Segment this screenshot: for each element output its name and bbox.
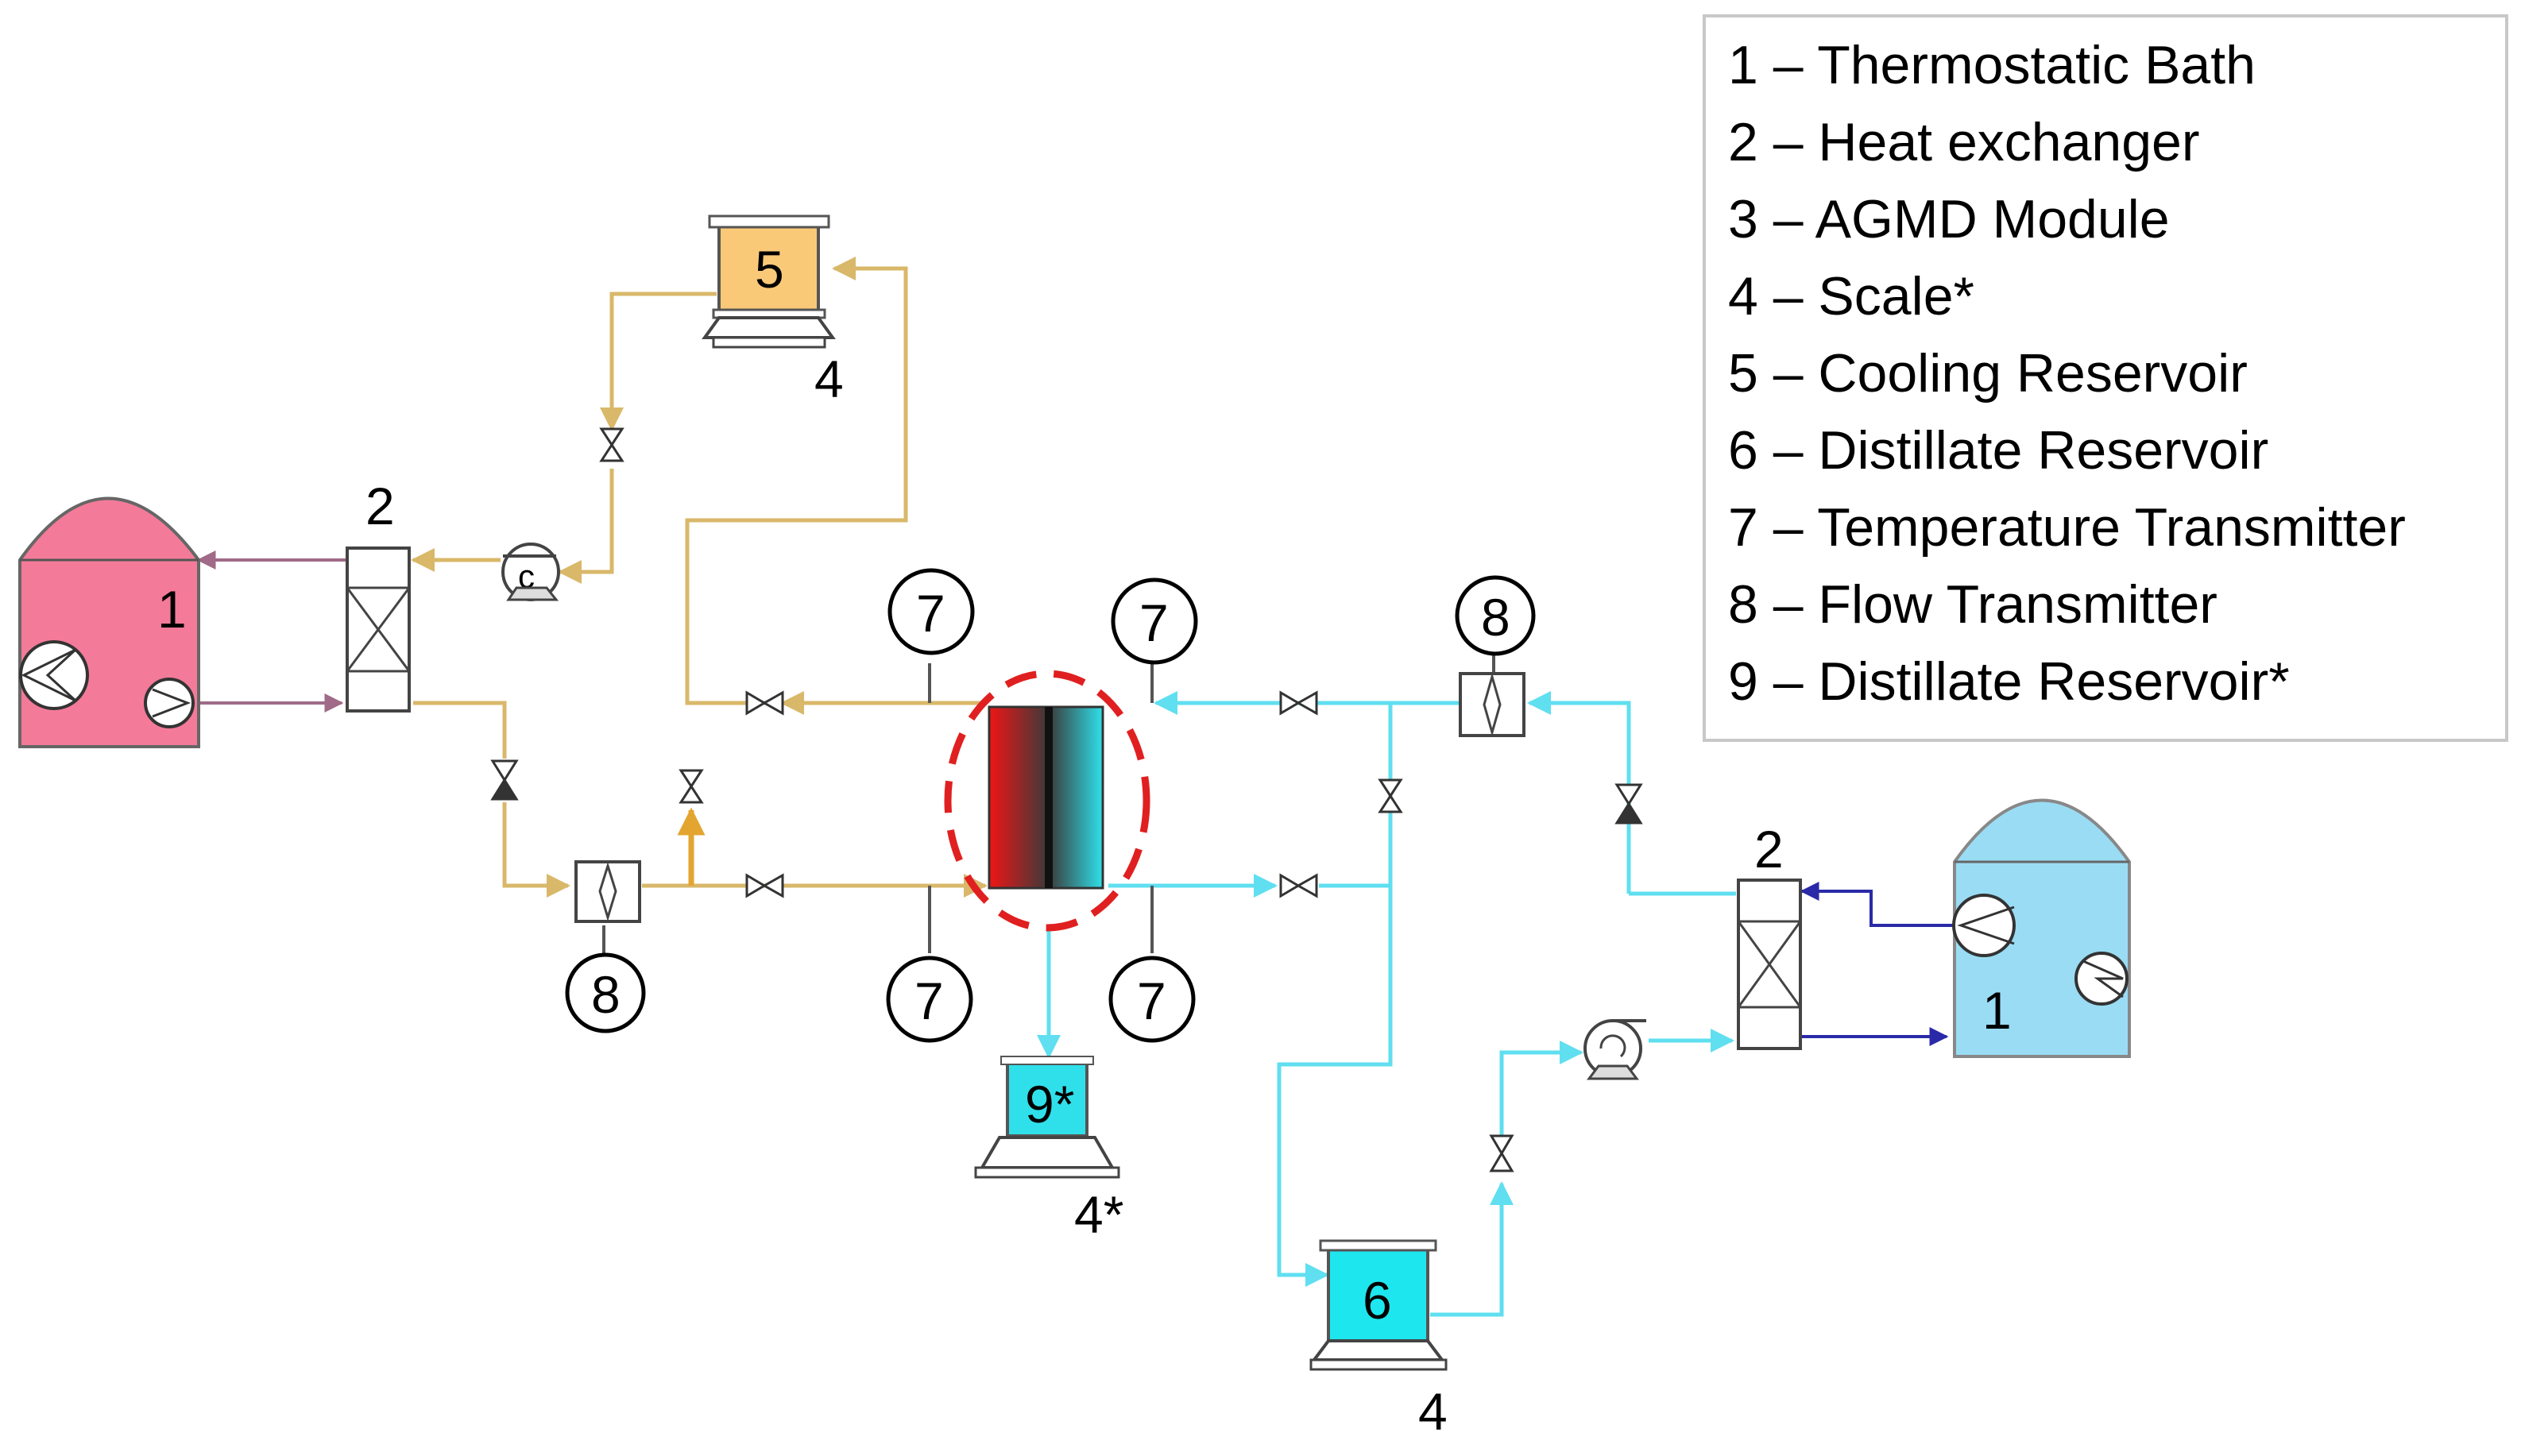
legend-item: 7 – Temperature Transmitter (1728, 497, 2406, 558)
temp-transmitter-bottom-right (1108, 956, 1196, 1043)
valve-hot-vertical-bottom (490, 759, 519, 801)
valve-hot-vertical-top (599, 427, 624, 462)
legend-item: 9 – Distillate Reservoir* (1728, 651, 2290, 712)
valve-hot-out (745, 690, 784, 716)
scale-cooling-label: 4 (814, 350, 844, 408)
temp-transmitter-bottom-left (886, 956, 973, 1043)
legend-item: 2 – Heat exchanger (1728, 112, 2200, 172)
flow-cold-label: 8 (1481, 588, 1510, 647)
hx-hot-label: 2 (365, 477, 395, 535)
legend-item: 5 – Cooling Reservoir (1728, 343, 2248, 404)
legend-item: 3 – AGMD Module (1728, 189, 2170, 249)
scale-distillate (1309, 1339, 1448, 1371)
valve-cold-hx (1614, 783, 1643, 825)
temp-bottom-right-label: 7 (1137, 971, 1166, 1030)
flow-transmitter-hot (565, 860, 646, 1033)
pump-icon (144, 678, 195, 728)
distillate-reservoir (1319, 1239, 1437, 1342)
legend-item: 8 – Flow Transmitter (1728, 574, 2217, 635)
bath-cold-label: 1 (1982, 981, 2012, 1040)
scale-cooling (702, 316, 836, 349)
valve-distillate (1489, 1134, 1514, 1172)
valve-hot-in (745, 873, 784, 898)
bath-hot-loop (196, 550, 346, 713)
flow-transmitter-cold (1455, 575, 1536, 737)
bath-hot-label: 1 (157, 580, 187, 639)
svg-text:c: c (518, 558, 535, 595)
valve-cold-top (1279, 690, 1318, 716)
legend-item: 1 – Thermostatic Bath (1728, 35, 2256, 95)
cold-side-pipes (1037, 691, 1736, 1317)
legend: 1 – Thermostatic Bath 2 – Heat exchanger… (1703, 14, 2508, 742)
temp-bottom-left-label: 7 (914, 971, 944, 1030)
hx-cold-label: 2 (1754, 820, 1784, 879)
thermostatic-bath-hot (18, 496, 200, 748)
bath-cold-loop (1800, 882, 1955, 1046)
heater-icon (2074, 952, 2129, 1006)
pump-hot-icon: c (501, 543, 560, 601)
legend-item: 6 – Distillate Reservoir (1728, 420, 2268, 481)
scale-distillate-label: 4 (1418, 1382, 1448, 1441)
legend-item: 4 – Scale* (1728, 266, 1974, 326)
pump-cold-icon (1583, 1019, 1646, 1080)
temp-top-left-label: 7 (916, 584, 945, 643)
thermostatic-bath-cold (1952, 798, 2131, 1058)
heat-exchanger-hot (346, 546, 411, 713)
temp-top-right-label: 7 (1139, 593, 1169, 652)
module-highlight (944, 670, 1150, 932)
valve-bypass (679, 769, 704, 804)
heat-exchanger-cold (1737, 879, 1802, 1050)
transmitter-stems (602, 655, 1495, 957)
valve-cold-bottom (1279, 873, 1318, 898)
scale-module (974, 1136, 1120, 1179)
pump-icon (1952, 894, 2016, 957)
hot-side-pipes (411, 257, 988, 898)
agmd-module (944, 670, 1150, 932)
temp-transmitter-top-right (1111, 577, 1198, 665)
temp-transmitter-top-left (887, 568, 975, 655)
valve-cold-vertical (1378, 778, 1403, 813)
distillate-reservoir-label: 6 (1363, 1271, 1392, 1330)
cooling-reservoir-label: 5 (755, 240, 784, 299)
distillate-star-label: 9* (1025, 1075, 1074, 1134)
legend-box (1703, 14, 2508, 742)
flow-hot-label: 8 (591, 965, 621, 1024)
cooling-reservoir (708, 214, 830, 319)
heater-icon (19, 640, 89, 710)
scale-module-label: 4* (1074, 1185, 1123, 1244)
